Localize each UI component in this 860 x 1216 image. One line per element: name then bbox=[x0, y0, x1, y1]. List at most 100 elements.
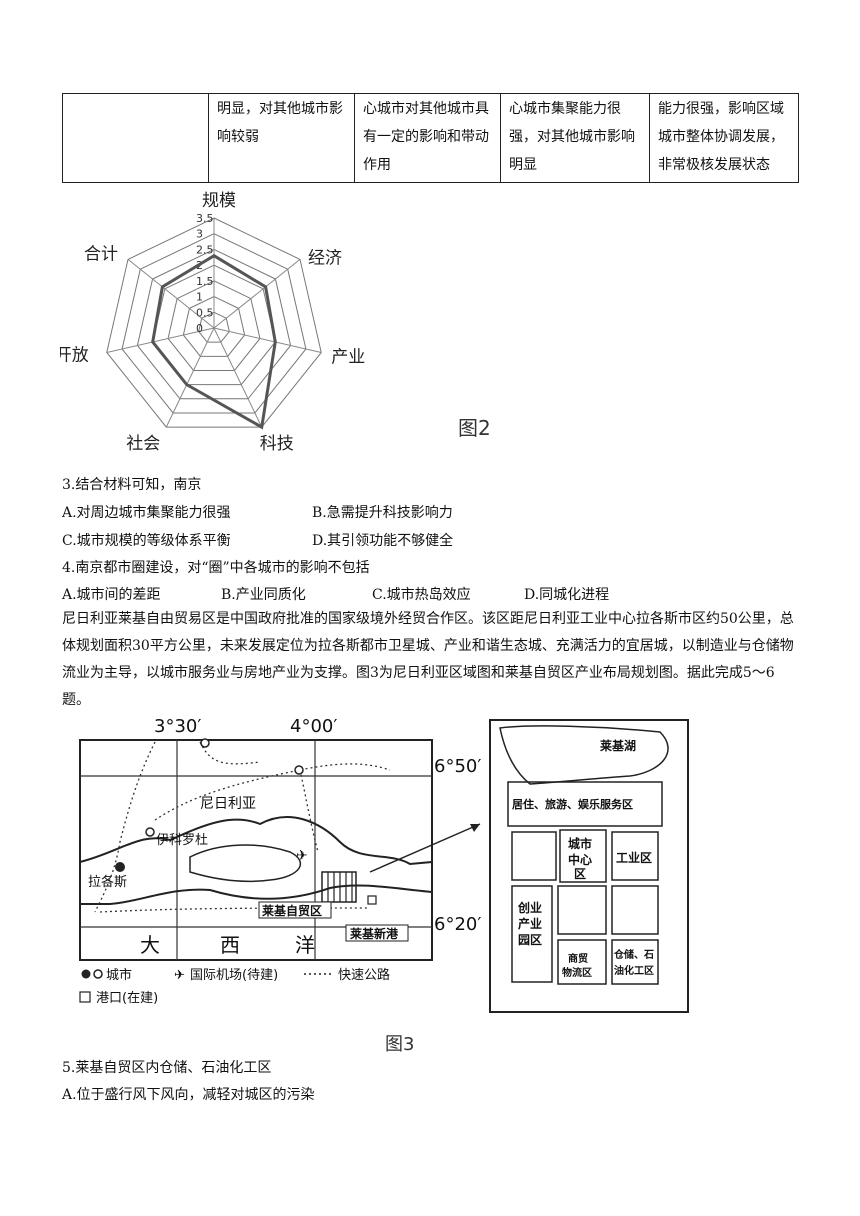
expressway bbox=[94, 741, 156, 913]
inset-storage-label: 油化工区 bbox=[614, 964, 654, 977]
q3-option-a: A.对周边城市集聚能力很强 bbox=[62, 505, 231, 521]
ftz-label: 莱基自贸区 bbox=[262, 903, 322, 918]
port-icon bbox=[367, 895, 377, 905]
inset-center-label: 区 bbox=[574, 867, 586, 881]
lon-label-left: 3°30′ bbox=[154, 716, 201, 737]
radar-axis-label: 开放 bbox=[60, 345, 89, 365]
legend-city-icon bbox=[93, 969, 103, 979]
table-cell bbox=[62, 93, 209, 183]
radar-spoke bbox=[213, 259, 301, 329]
radar-tick-label: 0.5 bbox=[196, 306, 214, 319]
lon-label-right: 4°00′ bbox=[290, 716, 337, 737]
table-cell: 明显，对其他城市影响较弱 bbox=[208, 93, 355, 183]
inset-block bbox=[557, 885, 607, 935]
radar-axis-label: 规模 bbox=[202, 191, 236, 211]
table-cell: 心城市对其他城市具有一定的影响和带动作用 bbox=[354, 93, 501, 183]
lagoon-island bbox=[189, 844, 302, 883]
table-row: 明显，对其他城市影响较弱 心城市对其他城市具有一定的影响和带动作用 心城市集聚能… bbox=[62, 93, 799, 183]
city-marker bbox=[294, 765, 304, 775]
expressway bbox=[99, 907, 371, 913]
lagoon-outline bbox=[79, 816, 433, 905]
ftz-area bbox=[321, 871, 357, 903]
radar-axis-label: 产业 bbox=[331, 347, 365, 367]
ocean-label: 西 bbox=[220, 933, 240, 957]
inset-startup-label: 产业 bbox=[518, 916, 542, 931]
radar-tick-label: 2.5 bbox=[196, 243, 214, 256]
radar-grid-ring bbox=[121, 233, 307, 414]
figure-2-label: 图2 bbox=[458, 416, 491, 440]
inset-center-label: 中心 bbox=[568, 852, 592, 867]
legend-port: 港口(在建) bbox=[96, 991, 158, 1006]
radar-tick-label: 3 bbox=[196, 228, 203, 241]
table-cell: 能力很强，影响区域城市整体协调发展，非常极核发展状态 bbox=[649, 93, 799, 183]
inset-residential-label: 居住、旅游、娱乐服务区 bbox=[512, 797, 633, 811]
airport-icon: ✈ bbox=[296, 848, 308, 864]
radar-spoke bbox=[127, 259, 215, 329]
inset-startup-zone bbox=[511, 885, 553, 983]
legend-city: 城市 bbox=[106, 967, 132, 983]
radar-grid-ring bbox=[152, 264, 276, 386]
radar-tick-label: 0 bbox=[196, 322, 203, 335]
figure-3-map: ✈ 3°30′ 4°00′ 6°50′ 6°20′ 尼日利亚 伊科罗杜 拉各斯 … bbox=[79, 716, 689, 1013]
inset-lake bbox=[499, 725, 669, 785]
radar-grid-ring bbox=[106, 217, 322, 428]
q5-stem: 5.莱基自贸区内仓储、石油化工区 bbox=[62, 1060, 272, 1076]
inset-residential-zone bbox=[507, 781, 663, 827]
lat-label-bottom: 6°20′ bbox=[434, 914, 481, 935]
inset-trade-zone bbox=[557, 939, 607, 985]
radar-axis-label: 经济 bbox=[308, 248, 342, 268]
inset-frame bbox=[489, 719, 689, 1013]
q3-stem: 3.结合材料可知，南京 bbox=[62, 477, 202, 493]
city-label-lagos: 拉各斯 bbox=[88, 874, 127, 890]
q3-option-b: B.急需提升科技影响力 bbox=[312, 505, 453, 521]
arrow-head-icon bbox=[470, 824, 480, 832]
inset-trade-label: 物流区 bbox=[562, 966, 592, 979]
radar-tick-label: 1.5 bbox=[196, 275, 214, 288]
port-label: 莱基新港 bbox=[350, 926, 399, 941]
inset-lake-label: 莱基湖 bbox=[600, 738, 636, 753]
city-label-ikorodu: 伊科罗杜 bbox=[156, 833, 208, 848]
q3-option-d: D.其引领功能不够健全 bbox=[312, 533, 454, 549]
radar-series-line bbox=[151, 253, 277, 430]
country-label: 尼日利亚 bbox=[200, 796, 256, 812]
q4-option-d: D.同城化进程 bbox=[524, 587, 610, 603]
inset-block bbox=[611, 885, 659, 935]
inset-startup-label: 园区 bbox=[518, 933, 542, 947]
legend-city-icon bbox=[81, 969, 91, 979]
radar-spoke bbox=[106, 327, 215, 353]
radar-grid-ring bbox=[167, 280, 261, 371]
city-level-table: 明显，对其他城市影响较弱 心城市对其他城市具有一定的影响和带动作用 心城市集聚能… bbox=[62, 93, 799, 183]
pointer-arrow bbox=[369, 823, 481, 873]
table-cell: 心城市集聚能力很强，对其他城市影响明显 bbox=[500, 93, 650, 183]
legend-airport: 国际机场(待建) bbox=[190, 968, 278, 983]
radar-spoke bbox=[213, 327, 263, 428]
q3-option-c: C.城市规模的等级体系平衡 bbox=[62, 533, 231, 549]
port-label-box bbox=[345, 924, 409, 942]
inset-center-label: 城市 bbox=[568, 836, 592, 851]
inset-storage-label: 仓储、石 bbox=[613, 948, 654, 961]
legend-airport-icon: ✈ bbox=[174, 968, 185, 983]
expressway bbox=[154, 763, 391, 821]
inset-industrial-zone bbox=[611, 831, 659, 881]
inset-industrial-label: 工业区 bbox=[616, 850, 652, 865]
radar-grid-ring bbox=[198, 311, 230, 343]
q4-stem: 4.南京都市圈建设，对“圈”中各城市的影响不包括 bbox=[62, 560, 370, 576]
radar-axis-label: 科技 bbox=[260, 434, 294, 454]
city-marker bbox=[145, 827, 155, 837]
ocean-label: 洋 bbox=[295, 933, 315, 957]
q5-option-a: A.位于盛行风下风向，减轻对城区的污染 bbox=[62, 1087, 315, 1103]
ocean-label: 大 bbox=[140, 933, 162, 957]
radar-grid-ring bbox=[182, 296, 246, 357]
q4-option-c: C.城市热岛效应 bbox=[372, 587, 471, 603]
lat-label-top: 6°50′ bbox=[434, 756, 481, 777]
city-marker bbox=[200, 738, 210, 748]
radar-tick-label: 3.5 bbox=[196, 212, 214, 225]
inset-center-zone bbox=[559, 829, 607, 883]
ftz-hatch bbox=[327, 872, 353, 902]
legend-road: 快速公路 bbox=[338, 967, 390, 983]
city-marker-main bbox=[115, 862, 125, 872]
inset-storage-zone bbox=[611, 939, 659, 985]
inset-block bbox=[511, 831, 557, 881]
inset-trade-label: 商贸 bbox=[568, 952, 588, 965]
